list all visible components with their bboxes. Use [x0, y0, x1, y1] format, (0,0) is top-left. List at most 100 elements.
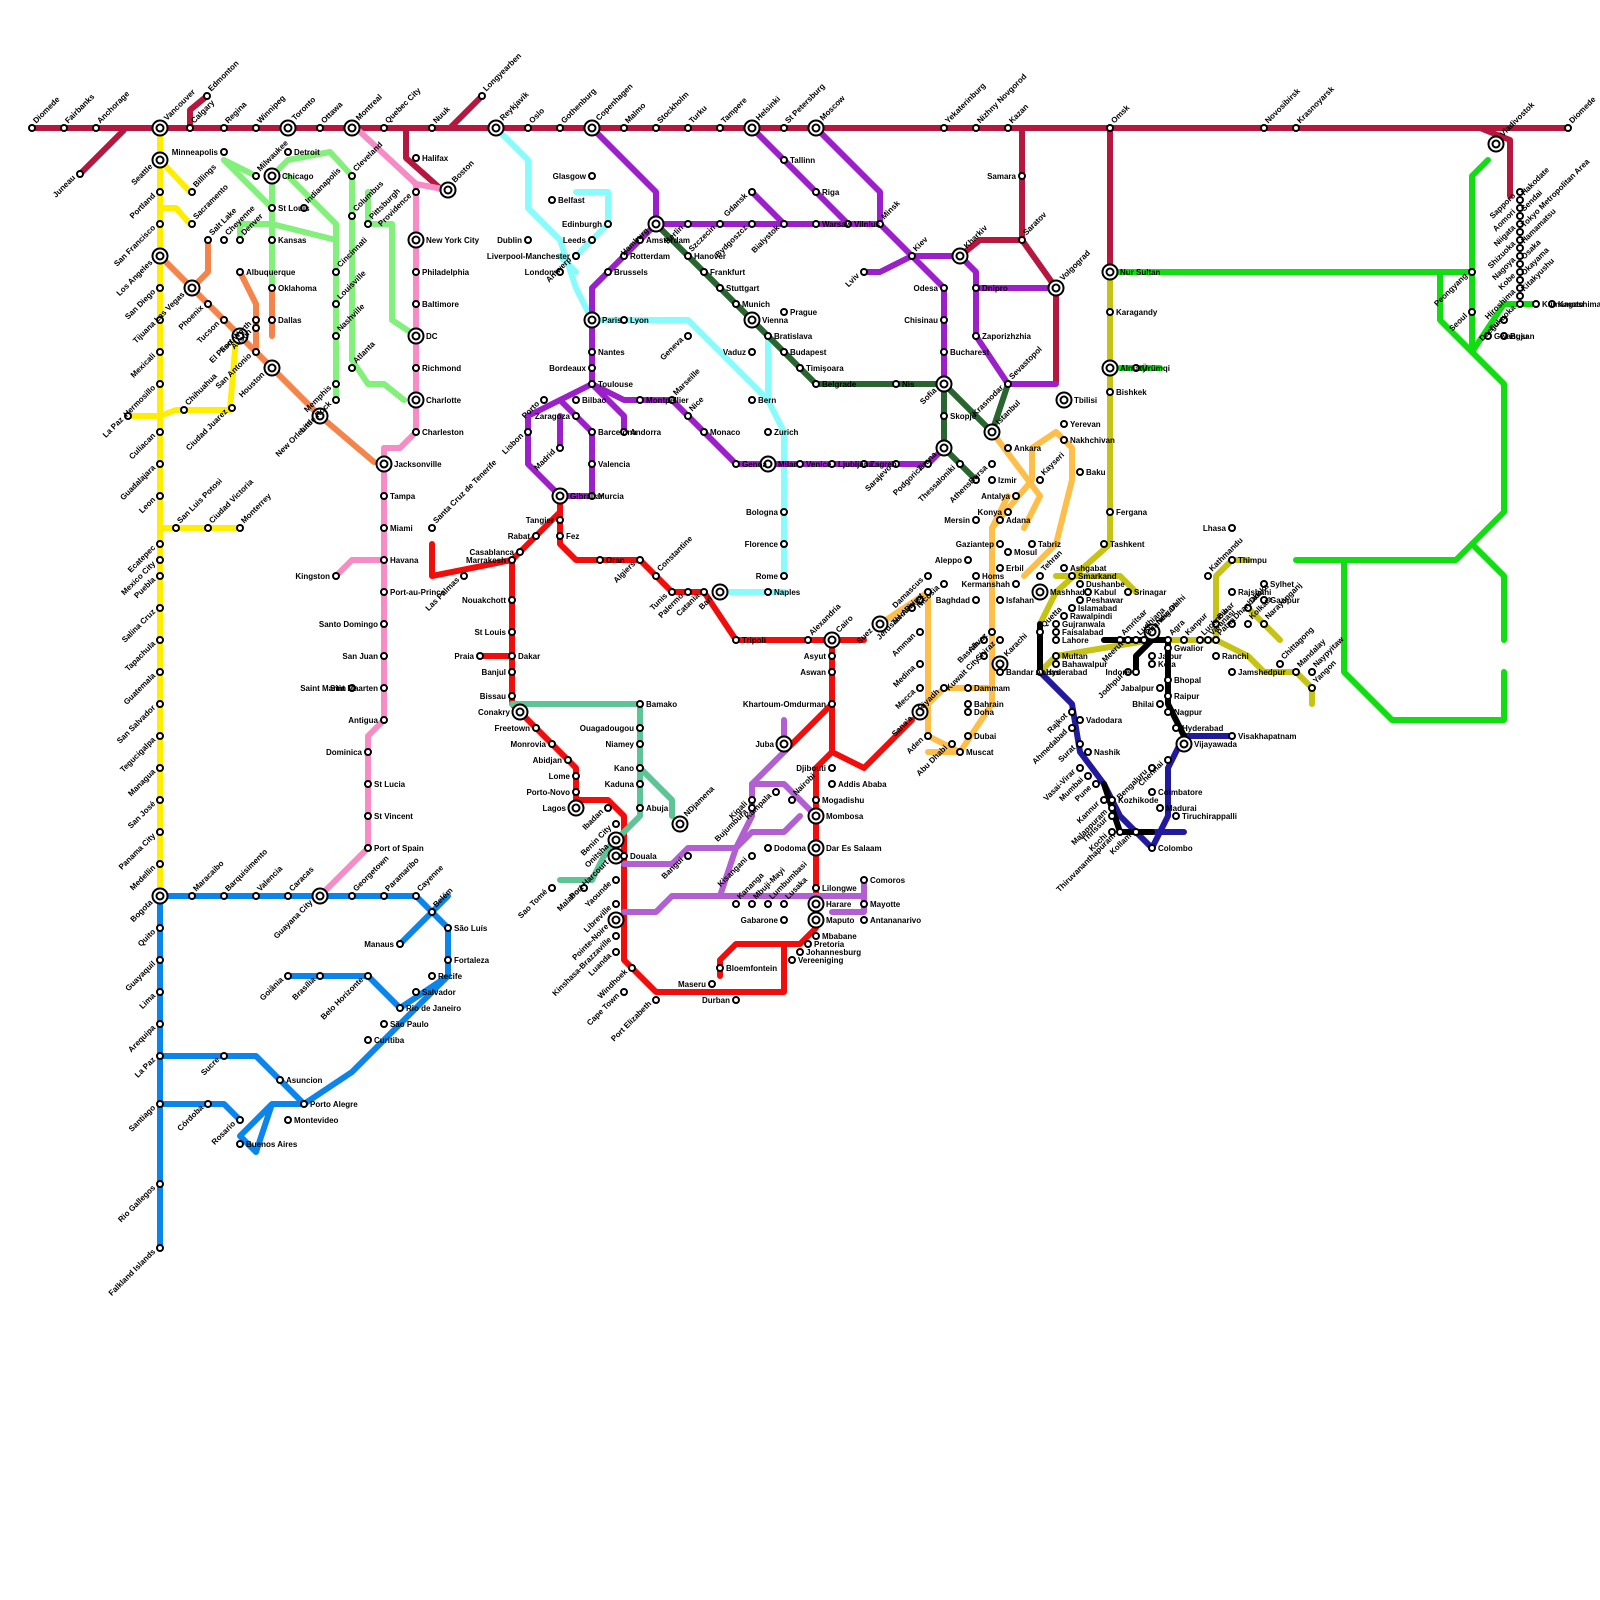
station-windhoek[interactable] — [629, 965, 635, 971]
station-riogallegos[interactable] — [157, 1181, 163, 1187]
station-ecatepec[interactable] — [157, 541, 163, 547]
station-charleston[interactable] — [413, 429, 419, 435]
station-sanluispotosi[interactable] — [173, 525, 179, 531]
station-kannur[interactable] — [1101, 797, 1107, 803]
station-nashville[interactable] — [333, 333, 339, 339]
station-yerevan[interactable] — [1061, 421, 1067, 427]
station-stvincent[interactable] — [365, 813, 371, 819]
station-capetown[interactable] — [621, 989, 627, 995]
station-bialystok[interactable] — [781, 221, 787, 227]
station-kansas[interactable] — [269, 237, 275, 243]
station-winnipeg[interactable] — [253, 125, 259, 131]
station-oslo[interactable] — [525, 125, 531, 131]
station-medellin[interactable] — [157, 861, 163, 867]
station-benincity[interactable] — [613, 821, 619, 827]
station-manaus[interactable] — [397, 941, 403, 947]
station-palermo[interactable] — [685, 589, 691, 595]
station-durban[interactable] — [733, 997, 739, 1003]
station-gaziantep[interactable] — [997, 541, 1003, 547]
station-timisoara[interactable] — [797, 365, 803, 371]
station-chisinau[interactable] — [941, 317, 947, 323]
station-kinshasa[interactable] — [613, 933, 619, 939]
station-lima[interactable] — [157, 989, 163, 995]
station-asuncion[interactable] — [277, 1077, 283, 1083]
station-islamabad[interactable] — [1069, 605, 1075, 611]
station-marrakesh[interactable] — [509, 557, 515, 563]
station-sacramento[interactable] — [189, 221, 195, 227]
station-osaka[interactable] — [1517, 261, 1523, 267]
station-tallinn[interactable] — [781, 157, 787, 163]
station-kermanshah[interactable] — [1013, 581, 1019, 587]
station-munich[interactable] — [733, 301, 739, 307]
station-dodoma[interactable] — [765, 845, 771, 851]
station-hyderabad_in[interactable] — [1173, 725, 1179, 731]
station-riga[interactable] — [813, 189, 819, 195]
station-ranchi[interactable] — [1213, 653, 1219, 659]
station-austin[interactable] — [253, 325, 259, 331]
station-denver[interactable] — [237, 237, 243, 243]
station-lilongwe[interactable] — [813, 885, 819, 891]
station-kigali[interactable] — [749, 797, 755, 803]
station-rajkot[interactable] — [1069, 709, 1075, 715]
station-philadelphia[interactable] — [413, 269, 419, 275]
station-multan[interactable] — [1053, 653, 1059, 659]
station-guayaquil[interactable] — [157, 957, 163, 963]
station-billings[interactable] — [189, 189, 195, 195]
station-zaporizhzhia[interactable] — [973, 333, 979, 339]
station-pune[interactable] — [1093, 781, 1099, 787]
station-portofspain[interactable] — [365, 845, 371, 851]
station-varanasi[interactable] — [1205, 637, 1211, 643]
station-sanjuan[interactable] — [381, 653, 387, 659]
station-managua[interactable] — [157, 765, 163, 771]
station-lusaka[interactable] — [781, 901, 787, 907]
station-khartoum[interactable] — [829, 701, 835, 707]
station-surat[interactable] — [1077, 741, 1083, 747]
station-kisangani[interactable] — [749, 853, 755, 859]
station-thessaloniki[interactable] — [957, 461, 963, 467]
station-dammam[interactable] — [965, 685, 971, 691]
station-ottawa[interactable] — [317, 125, 323, 131]
station-casablanca[interactable] — [517, 549, 523, 555]
station-mogadishu[interactable] — [813, 797, 819, 803]
station-djibouti[interactable] — [829, 765, 835, 771]
station-bursa[interactable] — [989, 461, 995, 467]
station-oran[interactable] — [597, 557, 603, 563]
station-dnipro[interactable] — [973, 285, 979, 291]
station-damascus[interactable] — [925, 573, 931, 579]
station-genoa[interactable] — [733, 461, 739, 467]
station-barquisimeto[interactable] — [221, 893, 227, 899]
station-luanda[interactable] — [613, 949, 619, 955]
station-nicosia[interactable] — [941, 581, 947, 587]
station-juneau[interactable] — [77, 171, 83, 177]
station-colombo[interactable] — [1149, 845, 1155, 851]
station-detroit[interactable] — [285, 149, 291, 155]
station-amman[interactable] — [917, 629, 923, 635]
station-milwaukee[interactable] — [253, 173, 259, 179]
station-valencia[interactable] — [589, 461, 595, 467]
station-santiago[interactable] — [157, 1101, 163, 1107]
station-bilbao[interactable] — [573, 397, 579, 403]
station-bordeaux[interactable] — [589, 365, 595, 371]
station-belgrade[interactable] — [813, 381, 819, 387]
station-bratislava[interactable] — [765, 333, 771, 339]
station-miami[interactable] — [381, 525, 387, 531]
station-krasnoyarsk[interactable] — [1293, 125, 1299, 131]
station-riodejaneiro[interactable] — [397, 1005, 403, 1011]
station-santacruz[interactable] — [429, 525, 435, 531]
station-okayama[interactable] — [1517, 277, 1523, 283]
station-bhopal[interactable] — [1165, 677, 1171, 683]
station-bishkek[interactable] — [1107, 389, 1113, 395]
station-chennai[interactable] — [1165, 757, 1171, 763]
station-mumbai[interactable] — [1085, 773, 1091, 779]
station-ahvaz[interactable] — [989, 629, 995, 635]
station-tashkent[interactable] — [1101, 541, 1107, 547]
station-naypyitaw[interactable] — [1309, 669, 1315, 675]
station-bhilai[interactable] — [1157, 701, 1163, 707]
station-catania[interactable] — [701, 589, 707, 595]
station-lyon[interactable] — [621, 317, 627, 323]
station-lahore[interactable] — [1053, 637, 1059, 643]
station-gujranwala[interactable] — [1053, 621, 1059, 627]
station-maseru[interactable] — [709, 981, 715, 987]
station-chittagong[interactable] — [1277, 661, 1283, 667]
station-coimbatore[interactable] — [1149, 789, 1155, 795]
